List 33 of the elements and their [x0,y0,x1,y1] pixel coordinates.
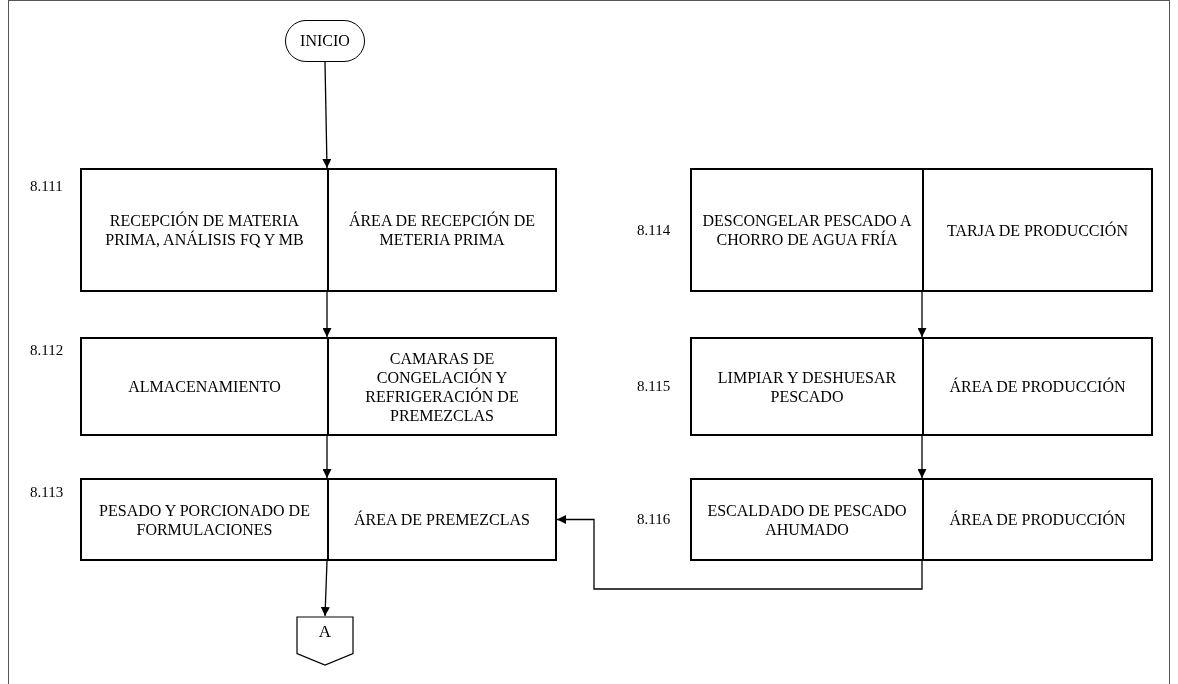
area-text: CAMARAS DE CONGELACIÓN Y REFRIGERACIÓN DE PREMEZCLAS [327,339,555,434]
arrow [556,515,923,590]
process-box [80,337,557,436]
activity-text: RECEPCIÓN DE MATERIA PRIMA, ANÁLISIS FQ Y MB [104,210,305,250]
step-number: 8.111 [30,178,63,195]
arrow [322,291,332,338]
area-text: ÁREA DE PRODUCCIÓN [922,480,1151,559]
step-number: 8.112 [30,342,64,359]
process-box [690,168,1153,292]
arrow [917,291,927,338]
step-number: 8.115 [637,378,671,395]
process-box [80,168,557,292]
process-box [690,478,1153,561]
terminator-shape: INICIO [285,20,365,62]
step-number: 8.113 [30,484,64,501]
step-number: 8.114 [637,222,671,239]
connector-label: A [318,622,332,643]
arrow [322,435,332,479]
arrow [320,560,330,617]
area-text: ÁREA DE PRODUCCIÓN [922,339,1151,434]
process-box [80,478,557,561]
arrow [322,61,332,169]
activity-text: ESCALDADO DE PESCADO AHUMADO [706,500,908,540]
arrow [917,435,927,479]
step-number: 8.116 [637,511,671,528]
area-text: ÁREA DE RECEPCIÓN DE METERIA PRIMA [327,170,555,290]
process-box [690,337,1153,436]
area-text: TARJA DE PRODUCCIÓN [922,170,1151,290]
activity-text: LIMPIAR Y DESHUESAR PESCADO [716,367,898,407]
area-text: ÁREA DE PREMEZCLAS [327,480,555,559]
activity-text: ALMACENAMIENTO [127,377,282,397]
activity-text: PESADO Y PORCIONADO DE FORMULACIONES [98,500,311,540]
activity-text: DESCONGELAR PESCADO A CHORRO DE AGUA FRÍA [701,211,913,250]
